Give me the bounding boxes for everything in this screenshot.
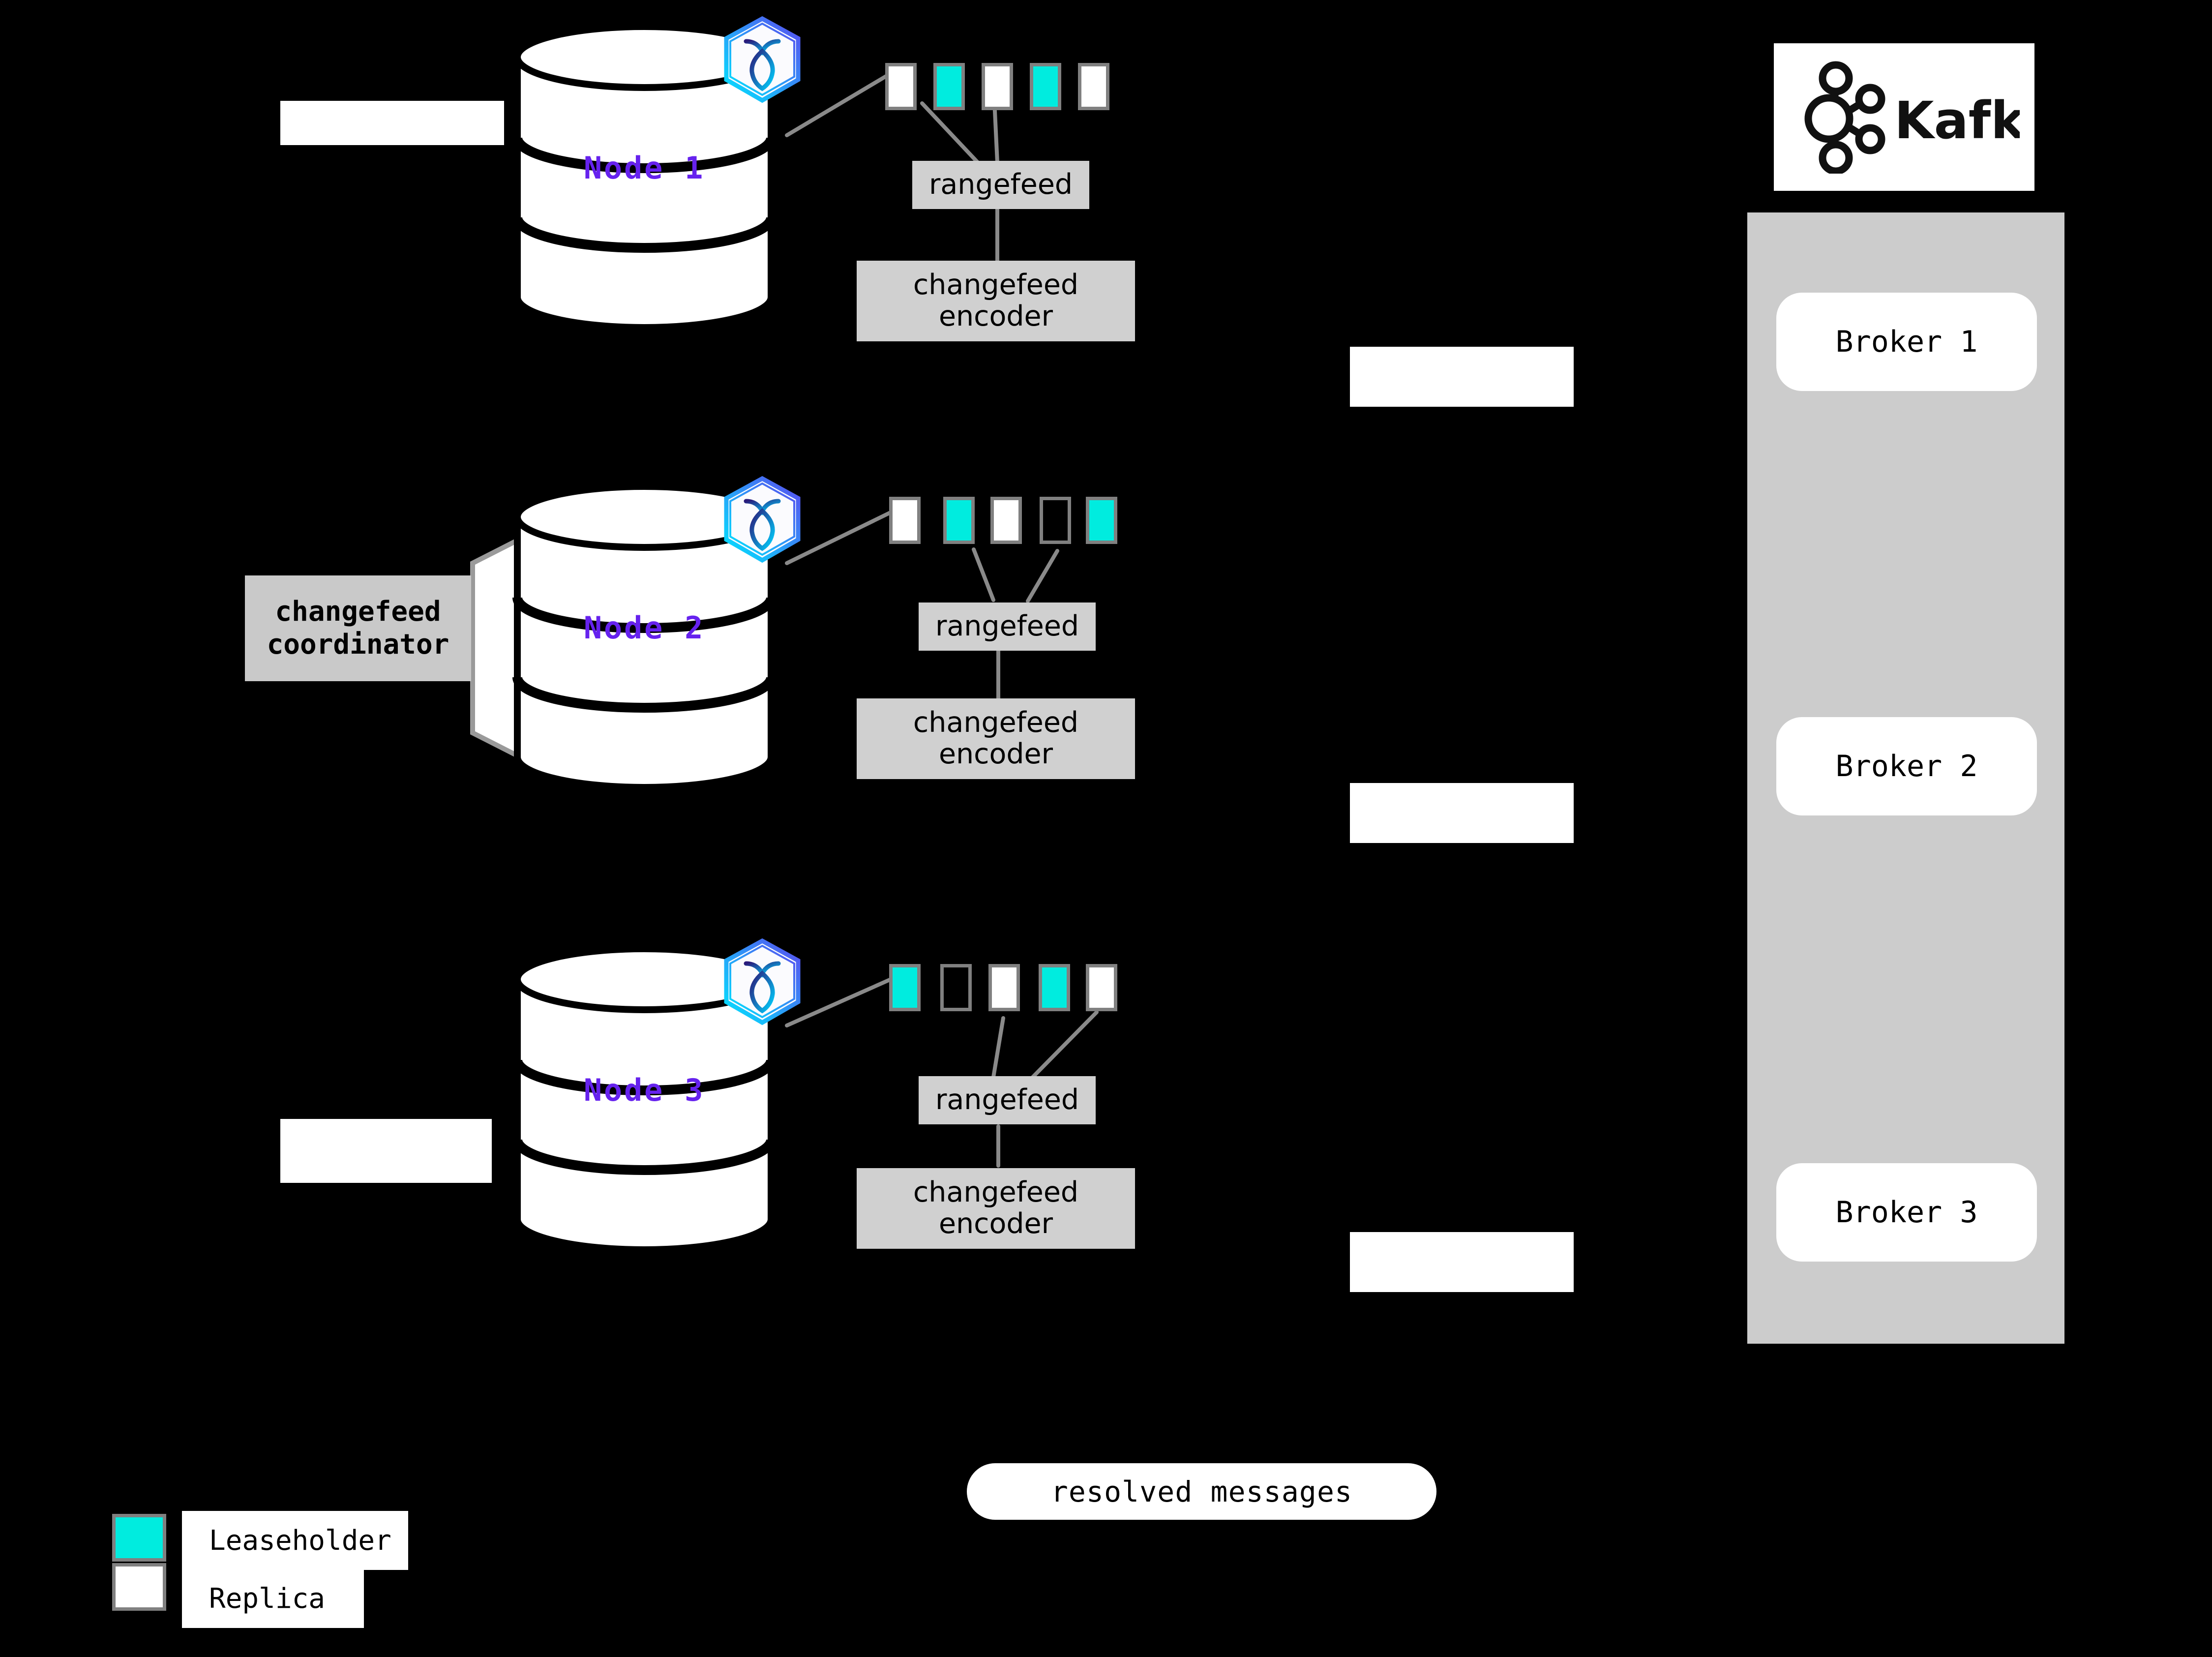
broker-2-label: Broker 2 — [1835, 749, 1978, 783]
kafka-broker-2[interactable]: Broker 2 — [1776, 717, 2037, 815]
node1-range-checkpoints-line2: checkpoints — [303, 258, 481, 293]
legend-replica-swatch — [112, 1563, 166, 1611]
coordinator-line1: changefeed — [275, 596, 441, 628]
node1-range-2[interactable] — [933, 63, 965, 110]
node3-range-checkpoints-line1: range — [344, 1181, 428, 1215]
kafka-broker-1[interactable]: Broker 1 — [1776, 293, 2037, 391]
legend-leaseholder-swatch — [112, 1514, 166, 1562]
node2-messages-line2: messages — [1391, 934, 1532, 967]
legend-leaseholder-label: Leaseholder — [209, 1524, 391, 1557]
node3-changefeed-messages-label: changefeed messages — [1350, 1232, 1574, 1414]
kafka-wordmark: Kafka — [1894, 90, 2020, 151]
node2-label: Node 2 — [583, 610, 705, 646]
changefeed-coordinator-box[interactable]: changefeed coordinator — [245, 575, 471, 681]
broker-1-label: Broker 1 — [1835, 325, 1978, 359]
node1-cylinder: Node 1 — [511, 25, 777, 330]
node1-range-checkpoints-line1: range — [349, 164, 435, 199]
node1-changefeed-messages-label: changefeed messages — [1350, 347, 1574, 529]
node2-range-1[interactable] — [889, 497, 921, 544]
node3-range-3[interactable] — [988, 964, 1020, 1011]
broker-3-label: Broker 3 — [1835, 1195, 1978, 1230]
kafka-broker-3[interactable]: Broker 3 — [1776, 1163, 2037, 1262]
node3-range-2[interactable] — [940, 964, 972, 1011]
node2-changefeed-encoder-box[interactable]: changefeed encoder — [857, 698, 1135, 779]
node2-cockroachdb-logo-icon — [716, 474, 809, 567]
node3-cockroachdb-logo-icon — [716, 936, 809, 1029]
node1-encoder-line1: changefeed — [913, 269, 1079, 301]
node3-rangefeed-label: rangefeed — [935, 1084, 1079, 1116]
node1-rangefeed-label: rangefeed — [928, 168, 1073, 201]
node3-label: Node 3 — [583, 1072, 705, 1108]
node3-range-1[interactable] — [889, 964, 921, 1011]
node3-encoder-line1: changefeed — [913, 1176, 1079, 1209]
node2-range-2[interactable] — [943, 497, 975, 544]
node3-cylinder: Node 3 — [511, 947, 777, 1252]
node1-encoder-line2: encoder — [938, 300, 1053, 332]
legend-replica-label: Replica — [209, 1582, 326, 1615]
node1-messages-line2: messages — [1391, 498, 1532, 531]
node1-range-5[interactable] — [1078, 63, 1109, 110]
resolved-messages-pill[interactable]: resolved messages — [967, 1463, 1436, 1520]
kafka-mark-icon: Kafka — [1804, 61, 2020, 174]
node2-rangefeed-label: rangefeed — [935, 610, 1079, 643]
legend-leaseholder-label-box: Leaseholder — [182, 1511, 408, 1570]
node2-range-3[interactable] — [990, 497, 1022, 544]
node2-encoder-line2: encoder — [938, 738, 1053, 770]
node2-messages-line1: changefeed — [1379, 844, 1545, 877]
node3-range-4[interactable] — [1039, 964, 1070, 1011]
node3-range-5[interactable] — [1086, 964, 1117, 1011]
node1-range-3[interactable] — [982, 63, 1013, 110]
node2-range-5[interactable] — [1086, 497, 1117, 544]
kafka-logo: Kafka — [1774, 43, 2034, 191]
node3-rangefeed-box[interactable]: rangefeed — [919, 1076, 1096, 1124]
node2-rangefeed-box[interactable]: rangefeed — [919, 603, 1096, 651]
node1-range-4[interactable] — [1030, 63, 1061, 110]
node3-encoder-line2: encoder — [938, 1207, 1053, 1240]
node1-changefeed-encoder-box[interactable]: changefeed encoder — [857, 261, 1135, 341]
node2-encoder-line1: changefeed — [913, 706, 1079, 739]
node1-rangefeed-box[interactable]: rangefeed — [912, 161, 1089, 209]
legend-replica-label-box: Replica — [182, 1569, 364, 1628]
node1-messages-line1: changefeed — [1379, 408, 1545, 441]
node3-messages-line1: changefeed — [1379, 1294, 1545, 1326]
node3-range-checkpoints-line2: checkpoints — [300, 1272, 472, 1306]
node1-range-checkpoints-label: range checkpoints — [280, 101, 504, 291]
node1-cockroachdb-logo-icon — [716, 14, 809, 107]
resolved-messages-label: resolved messages — [1050, 1475, 1353, 1508]
node3-changefeed-encoder-box[interactable]: changefeed encoder — [857, 1168, 1135, 1249]
node1-label: Node 1 — [583, 150, 705, 186]
node2-range-4[interactable] — [1040, 497, 1071, 544]
node1-range-1[interactable] — [885, 63, 917, 110]
node3-range-checkpoints-label: range checkpoints — [280, 1119, 492, 1304]
node3-messages-line2: messages — [1391, 1383, 1532, 1416]
node2-changefeed-messages-label: changefeed messages — [1350, 783, 1574, 965]
coordinator-line2: coordinator — [267, 628, 449, 661]
